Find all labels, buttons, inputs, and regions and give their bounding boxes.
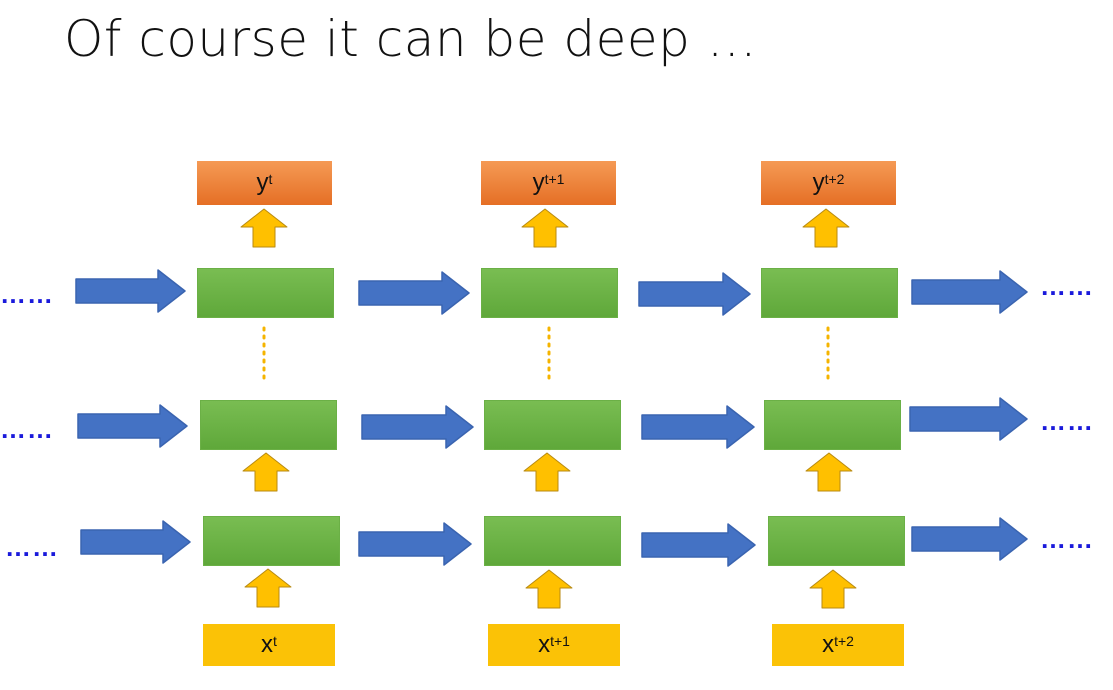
hidden-state-box [764, 400, 901, 450]
slide-title: Of course it can be deep … [64, 10, 758, 68]
hidden-state-box [484, 400, 621, 450]
hidden-state-box [481, 268, 618, 318]
up-arrow-icon [802, 208, 850, 248]
hidden-state-box [768, 516, 905, 566]
right-arrow-icon [357, 522, 472, 566]
ellipsis-dots: …… [1040, 524, 1094, 554]
right-arrow-icon [79, 520, 191, 564]
right-arrow-icon [74, 269, 186, 313]
hidden-state-box [203, 516, 340, 566]
up-arrow-icon [525, 569, 573, 609]
right-arrow-icon [357, 271, 470, 315]
hidden-state-box [200, 400, 337, 450]
up-arrow-icon [523, 452, 571, 492]
right-arrow-icon [910, 517, 1028, 561]
right-arrow-icon [908, 397, 1028, 441]
ellipsis-dots: …… [5, 532, 59, 562]
up-arrow-icon [521, 208, 569, 248]
right-arrow-icon [640, 405, 755, 449]
up-arrow-icon [244, 568, 292, 608]
right-arrow-icon [637, 272, 751, 316]
ellipsis-dots: …… [1040, 406, 1094, 436]
up-arrow-icon [809, 569, 857, 609]
vertical-ellipsis [547, 326, 551, 386]
ellipsis-dots: …… [0, 414, 54, 444]
right-arrow-icon [910, 270, 1028, 314]
hidden-state-box [197, 268, 334, 318]
ellipsis-dots: …… [0, 279, 54, 309]
right-arrow-icon [76, 404, 188, 448]
hidden-state-box [484, 516, 621, 566]
hidden-state-box [761, 268, 898, 318]
ellipsis-dots: …… [1040, 271, 1094, 301]
up-arrow-icon [240, 208, 288, 248]
right-arrow-icon [360, 405, 474, 449]
vertical-ellipsis [262, 326, 266, 386]
up-arrow-icon [805, 452, 853, 492]
right-arrow-icon [640, 523, 756, 567]
up-arrow-icon [242, 452, 290, 492]
vertical-ellipsis [826, 326, 830, 386]
